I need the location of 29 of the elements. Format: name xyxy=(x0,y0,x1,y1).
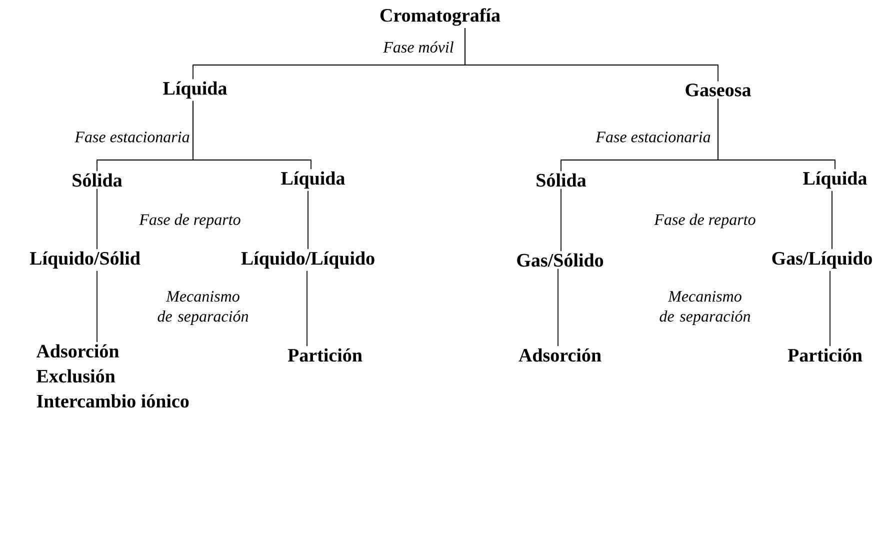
node-text: Adsorción Exclusión Intercambio iónico xyxy=(36,344,189,408)
node-text: Líquida xyxy=(803,171,867,189)
node-text: Sólida xyxy=(72,173,122,187)
node-text: Gas/Sólido xyxy=(517,253,604,267)
node-text: Líquido/Sólid xyxy=(30,251,140,269)
node-text: Partición xyxy=(788,348,862,362)
connector-line xyxy=(464,28,718,82)
node-text: Adsorción xyxy=(518,348,602,362)
connector-line xyxy=(306,270,308,347)
connector-line xyxy=(192,100,312,170)
connector-line xyxy=(560,188,562,252)
node-text: Gaseosa xyxy=(686,84,751,96)
branch-label: Fase estacionaria xyxy=(74,132,190,142)
branch-label: Mecanismo de separación xyxy=(660,291,750,325)
branch-label: Fase de reparto xyxy=(654,214,756,228)
connector-line xyxy=(718,98,836,170)
node-text: Cromatografía xyxy=(380,8,500,26)
node-text: Partición xyxy=(288,348,362,362)
branch-label: Mecanismo de separación xyxy=(158,291,248,325)
node-text: Líquida xyxy=(281,171,345,189)
connector-line xyxy=(96,270,98,342)
node-text: Líquida xyxy=(163,81,227,99)
node-text: Sólida xyxy=(536,173,586,187)
node-text: Gas/Líquido xyxy=(772,251,872,269)
branch-label: Fase de reparto xyxy=(139,214,240,228)
branch-label: Fase estacionaria xyxy=(596,132,710,142)
branch-label: Fase móvil xyxy=(383,41,454,53)
connector-line xyxy=(96,188,98,250)
node-text: Líquido/Líquido xyxy=(241,251,374,269)
